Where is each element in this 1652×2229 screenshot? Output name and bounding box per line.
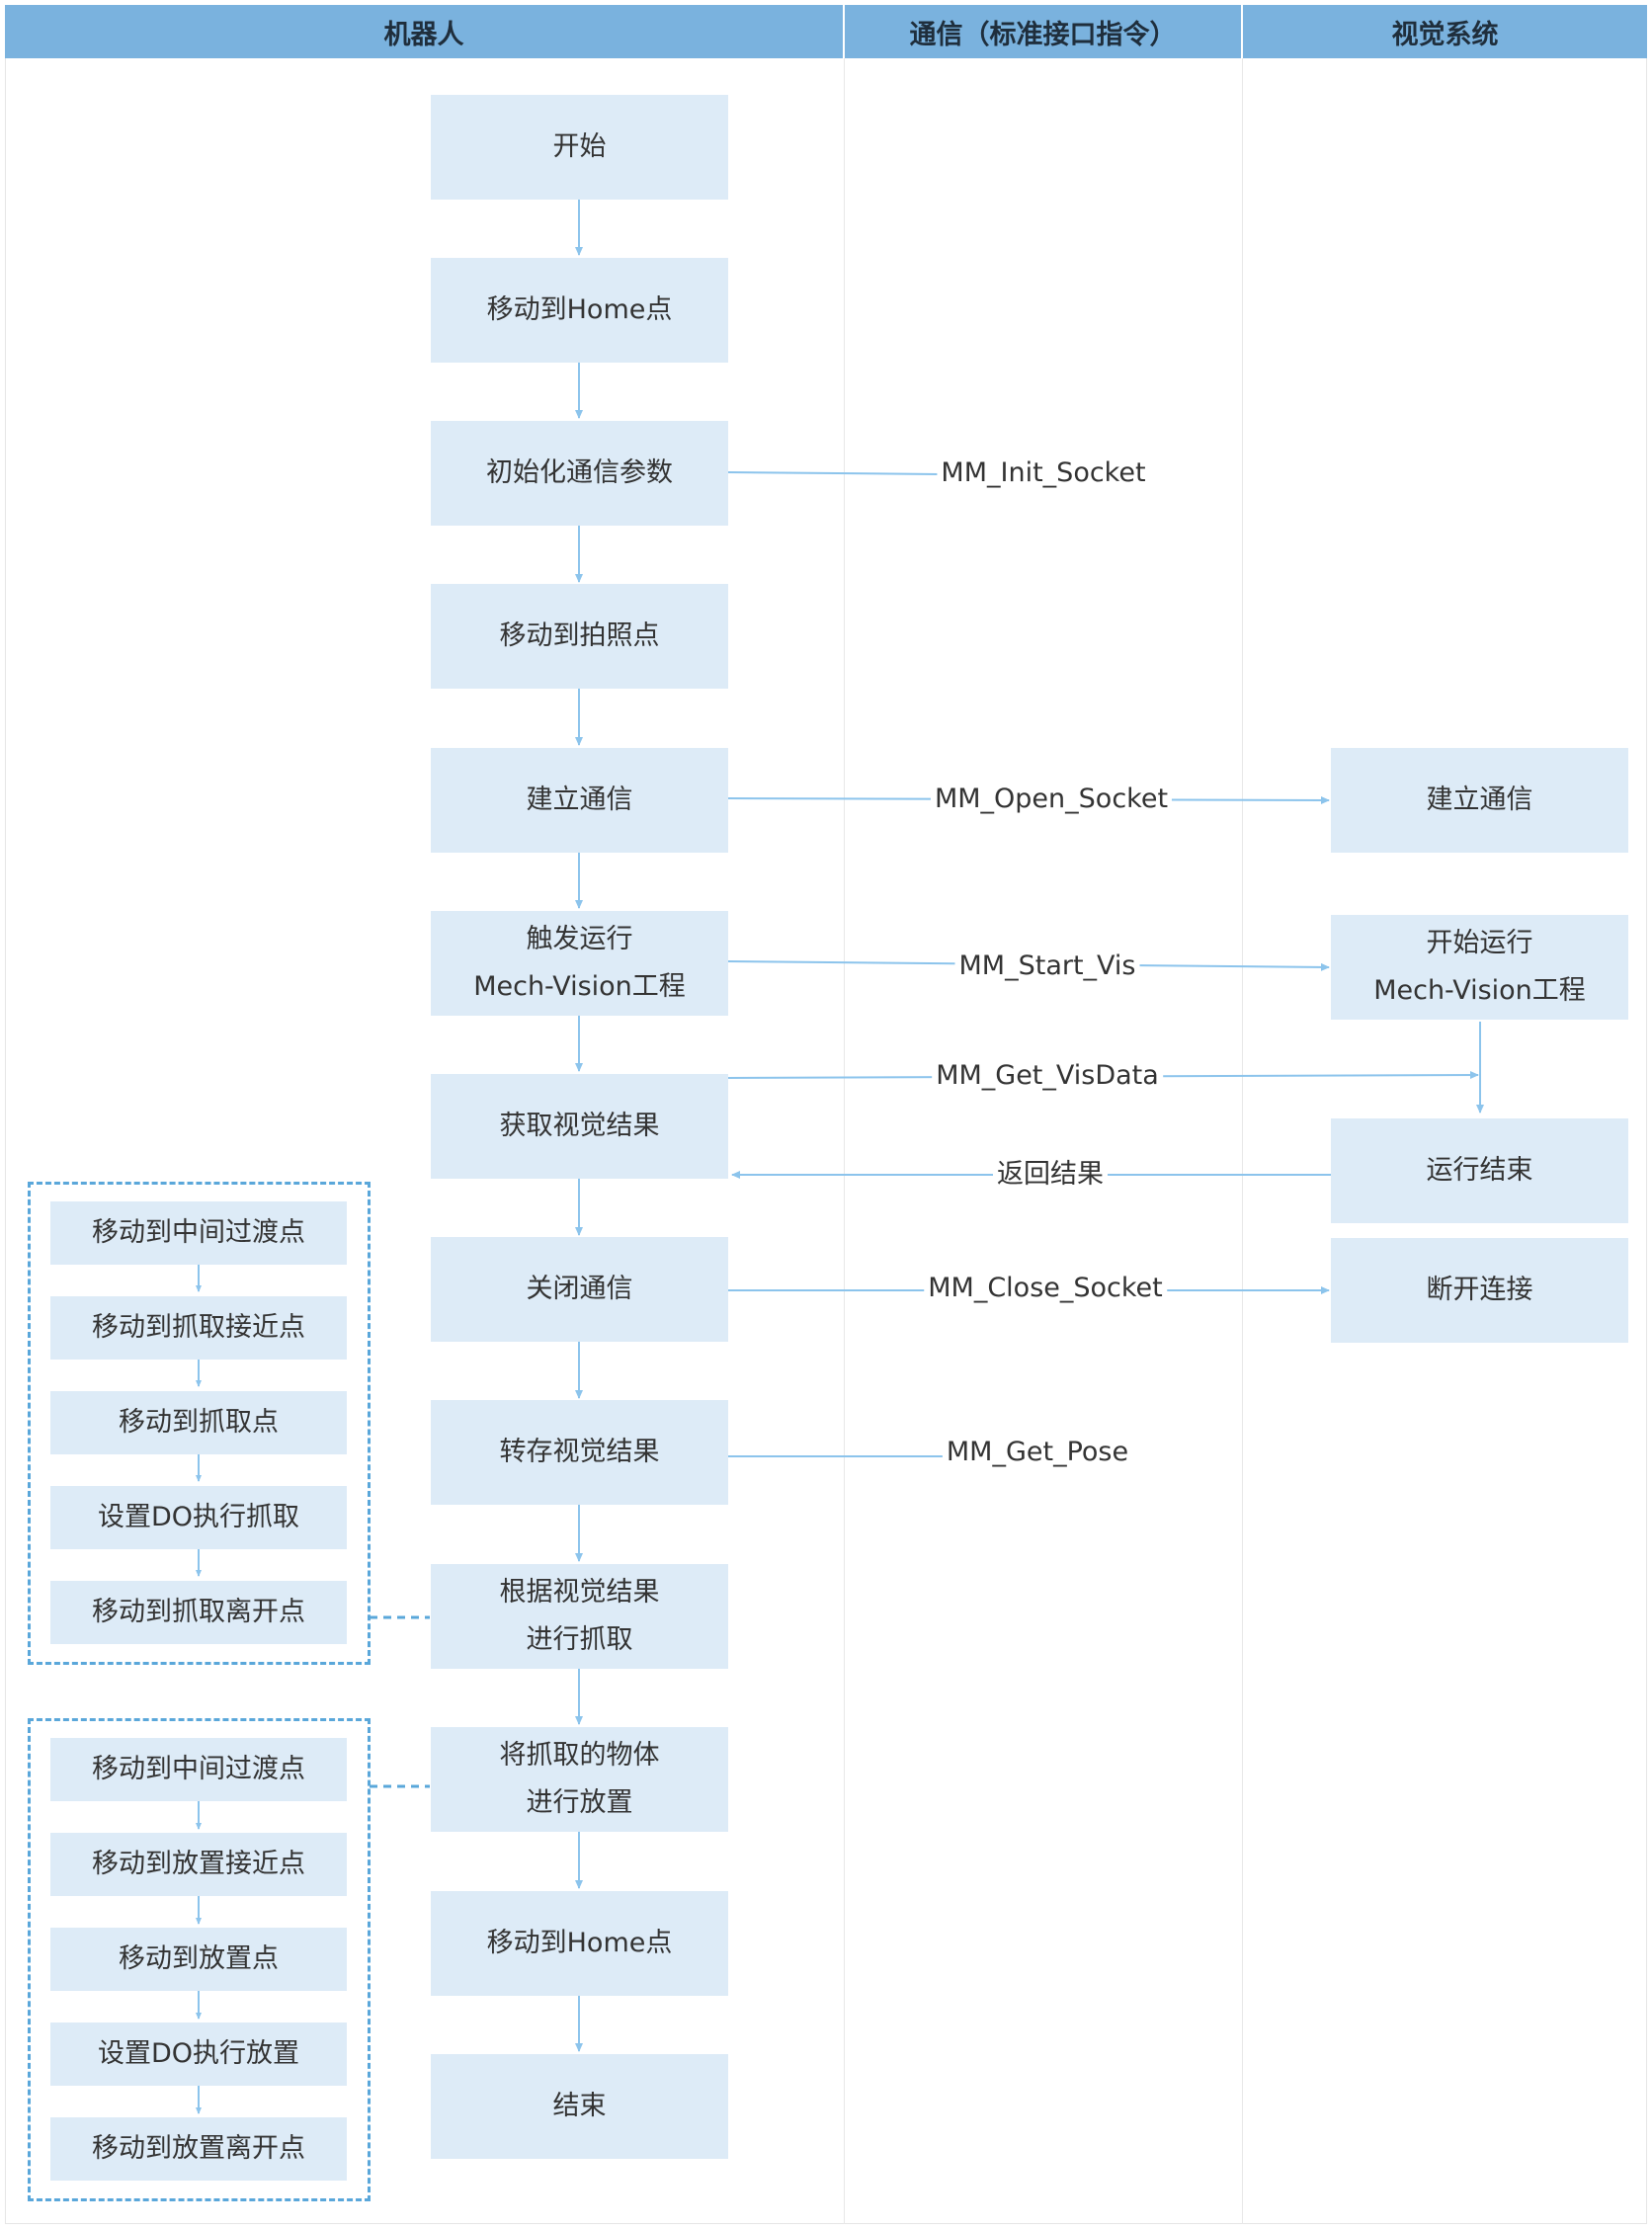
place-step: 移动到放置点 [50, 1928, 347, 1991]
step-start: 开始 [431, 95, 728, 200]
vision-start-run: 开始运行 Mech-Vision工程 [1331, 915, 1628, 1020]
place-step: 设置DO执行放置 [50, 2023, 347, 2086]
lane-header-separator [1241, 5, 1243, 58]
step-move-photo-point: 移动到拍照点 [431, 584, 728, 689]
step-move-home: 移动到Home点 [431, 258, 728, 363]
place-step: 移动到中间过渡点 [50, 1738, 347, 1801]
step-place: 将抓取的物体 进行放置 [431, 1727, 728, 1832]
place-step: 移动到放置离开点 [50, 2117, 347, 2181]
pick-step: 移动到抓取点 [50, 1391, 347, 1454]
pick-step: 移动到抓取接近点 [50, 1296, 347, 1360]
lane-divider [1242, 5, 1243, 2224]
vision-disconnect: 断开连接 [1331, 1238, 1628, 1343]
step-open-communication: 建立通信 [431, 748, 728, 853]
lane-divider [844, 5, 845, 2224]
command-return-result: 返回结果 [993, 1157, 1108, 1193]
step-init-communication: 初始化通信参数 [431, 421, 728, 526]
vision-run-finished: 运行结束 [1331, 1118, 1628, 1223]
lane-header-robot: 机器人 [383, 19, 464, 50]
place-steps-group [28, 1718, 371, 2201]
command-close-socket: MM_Close_Socket [924, 1271, 1167, 1306]
lane-header-vision: 视觉系统 [1391, 19, 1499, 50]
lane-header-bar [5, 5, 1647, 58]
step-store-vision-result: 转存视觉结果 [431, 1400, 728, 1505]
vision-open-communication: 建立通信 [1331, 748, 1628, 853]
command-get-visdata: MM_Get_VisData [932, 1058, 1163, 1094]
command-start-vis: MM_Start_Vis [954, 949, 1140, 984]
step-end: 结束 [431, 2054, 728, 2159]
step-get-vision-result: 获取视觉结果 [431, 1074, 728, 1179]
command-get-pose: MM_Get_Pose [942, 1435, 1133, 1470]
command-open-socket: MM_Open_Socket [930, 782, 1173, 817]
lane-header-separator [843, 5, 845, 58]
command-init-socket: MM_Init_Socket [937, 455, 1150, 491]
step-trigger-vision: 触发运行 Mech-Vision工程 [431, 911, 728, 1016]
pick-step: 移动到抓取离开点 [50, 1581, 347, 1644]
step-pick: 根据视觉结果 进行抓取 [431, 1564, 728, 1669]
place-step: 移动到放置接近点 [50, 1833, 347, 1896]
pick-step: 移动到中间过渡点 [50, 1201, 347, 1265]
pick-step: 设置DO执行抓取 [50, 1486, 347, 1549]
step-close-communication: 关闭通信 [431, 1237, 728, 1342]
pick-steps-group [28, 1182, 371, 1665]
lane-header-communication: 通信（标准接口指令） [909, 19, 1177, 50]
step-move-home-final: 移动到Home点 [431, 1891, 728, 1996]
